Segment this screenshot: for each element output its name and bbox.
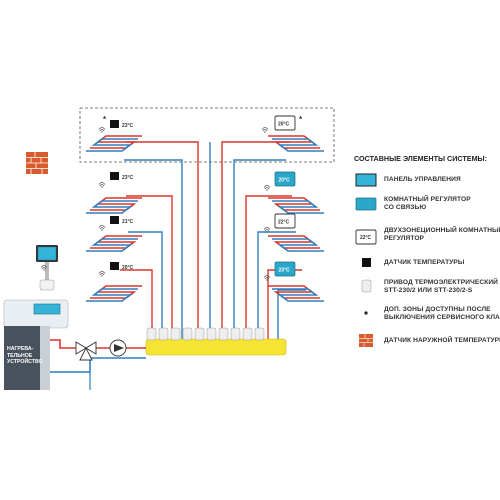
control-panel-icon	[355, 173, 377, 187]
heating-loop	[267, 285, 325, 302]
temperature-sensor-icon	[98, 216, 119, 232]
room-regulator-icon	[263, 261, 296, 282]
heating-loop	[267, 235, 325, 252]
legend-item-label: ПАНЕЛЬ УПРАВЛЕНИЯ	[384, 176, 461, 183]
temperature-sensor-icon	[98, 120, 119, 134]
legend-item-label: СО СВЯЗЬЮ	[384, 204, 427, 211]
heating-loop	[267, 197, 325, 214]
pump-icon	[109, 339, 127, 357]
thermoelectric-actuator-icon	[361, 279, 372, 293]
heating-loop	[85, 135, 143, 152]
zone-temp-label: 20°C	[278, 122, 290, 128]
riser-pipes	[120, 141, 306, 340]
legend-item: ДАТЧИК ТЕМПЕРАТУРЫ	[384, 259, 464, 267]
boiler-label-line: НАГРЕВА-	[7, 346, 34, 352]
legend-item: ПАНЕЛЬ УПРАВЛЕНИЯ	[384, 176, 461, 184]
actuator-icon	[182, 327, 193, 341]
heating-loop	[85, 235, 143, 252]
right-devices	[261, 115, 296, 282]
room-regulator-icon	[263, 171, 296, 192]
zone-temp-label: 21°C	[122, 219, 134, 225]
control-panel	[36, 245, 58, 291]
left-devices	[98, 120, 119, 278]
legend-item-label: ДАТЧИК НАРУЖНОЙ ТЕМПЕРАТУРЫ	[384, 337, 500, 344]
dual-zone-regulator-icon	[263, 213, 296, 234]
zone-temp-label: 20°C	[279, 178, 291, 184]
dual-zone-regulator-icon	[261, 115, 296, 134]
bullet-icon	[364, 311, 368, 315]
legend-item: КОМНАТНЫЙ РЕГУЛЯТОР СО СВЯЗЬЮ	[384, 196, 471, 212]
actuator-icon	[170, 327, 181, 341]
temperature-sensor-icon	[98, 172, 119, 189]
legend-item-label: ДАТЧИК ТЕМПЕРАТУРЫ	[384, 259, 465, 266]
legend-item: ДОП. ЗОНЫ ДОСТУПНЫ ПОСЛЕ ВЫКЛЮЧЕНИЯ СЕРВ…	[384, 306, 500, 322]
actuator-icon	[194, 327, 205, 341]
brick-wall-icon	[359, 334, 373, 347]
legend-icons: 22°C	[355, 173, 377, 347]
brick-wall-icon	[26, 152, 48, 174]
actuator-icon	[230, 327, 241, 341]
legend-icon-text: 22°C	[360, 235, 372, 241]
legend-item-label: STT-230/2 ИЛИ STT-230/2-S	[384, 287, 473, 294]
temperature-labels: 23°C * 23°C 21°C 20°C 20°C * 20°C 22°C 2…	[103, 115, 303, 274]
legend-item-label: ВЫКЛЮЧЕНИЯ СЕРВИСНОГО КЛАПАНА	[384, 314, 500, 321]
additional-zones-frame	[79, 107, 335, 163]
actuator-icon	[218, 327, 229, 341]
boiler-label-line: УСТРОЙСТВО	[7, 359, 43, 365]
asterisk-marker: *	[299, 115, 303, 124]
legend-item-label: ДВУХЗОНЕЦИОННЫЙ КОМНАТНЫЙ	[384, 227, 500, 234]
zone-temp-label: 23°C	[122, 123, 134, 129]
heating-loop	[267, 135, 325, 152]
legend-item-label: ДОП. ЗОНЫ ДОСТУПНЫ ПОСЛЕ	[384, 306, 491, 313]
actuator-icon	[242, 327, 253, 341]
legend-item: ДВУХЗОНЕЦИОННЫЙ КОМНАТНЫЙ РЕГУЛЯТОР	[384, 227, 500, 243]
actuator-icon	[158, 327, 169, 341]
legend-item: ПРИВОД ТЕРМОЭЛЕКТРИЧЕСКИЙ STT-230/2 ИЛИ …	[384, 279, 498, 295]
zone-temp-label: 23°C	[122, 175, 134, 181]
legend-item-label: КОМНАТНЫЙ РЕГУЛЯТОР	[384, 196, 471, 203]
dual-zone-regulator-icon	[355, 229, 377, 245]
actuator-icon	[146, 327, 157, 341]
heating-loop	[85, 285, 143, 302]
manifold	[145, 327, 287, 356]
boiler-label-line: ТЕЛЬНОЕ	[7, 352, 33, 359]
zone-temp-label: 20°C	[122, 265, 134, 271]
actuator-icon	[206, 327, 217, 341]
zone-temp-label: 22°C	[278, 220, 290, 226]
room-regulator-icon	[355, 197, 377, 211]
boiler	[3, 299, 69, 390]
legend-item: ДАТЧИК НАРУЖНОЙ ТЕМПЕРАТУРЫ	[384, 337, 500, 345]
control-panel-screen	[37, 246, 57, 261]
mixing-valve-icon	[75, 341, 97, 361]
legend-item-label: ПРИВОД ТЕРМОЭЛЕКТРИЧЕСКИЙ	[384, 279, 499, 286]
asterisk-marker: *	[103, 115, 107, 124]
legend-item-label: РЕГУЛЯТОР	[384, 235, 425, 242]
boiler-label: НАГРЕВА- ТЕЛЬНОЕ УСТРОЙСТВО	[7, 346, 43, 366]
temperature-sensor-icon	[362, 258, 371, 267]
actuator-icon	[254, 327, 265, 341]
zone-temp-label: 23°C	[279, 268, 291, 274]
legend-title: СОСТАВНЫЕ ЭЛЕМЕНТЫ СИСТЕМЫ:	[354, 154, 487, 163]
temperature-sensor-icon	[98, 262, 119, 278]
heating-loop	[85, 197, 143, 214]
